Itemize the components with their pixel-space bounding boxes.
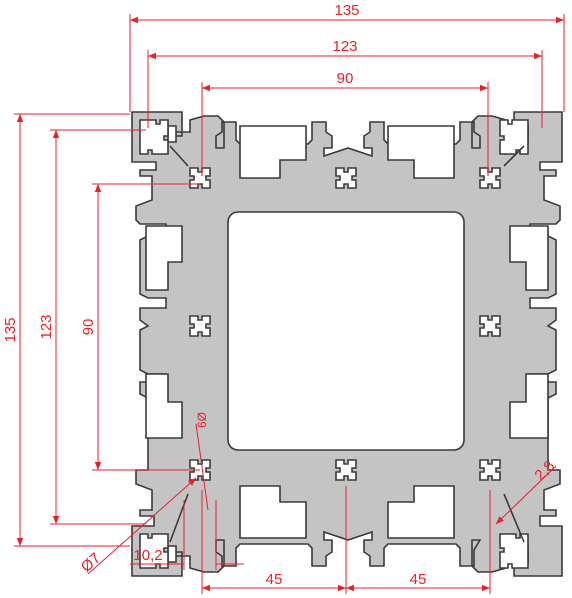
cavity-bottom-right [387, 485, 455, 539]
central-cavity [227, 211, 465, 451]
label-inner-height: 90 [80, 319, 97, 336]
aluminium-profile [131, 111, 563, 577]
bore-3 [479, 167, 501, 189]
dim-leader-center-hole [195, 423, 209, 511]
cavity-bottom-left [239, 485, 307, 539]
cavity-right-lower [509, 373, 549, 439]
core-bores [189, 167, 501, 481]
cavity-left-lower [145, 373, 183, 439]
bore-5 [479, 315, 501, 337]
label-overall-width: 135 [334, 2, 359, 19]
label-inner-width: 90 [337, 70, 354, 87]
bore-8 [479, 459, 501, 481]
dimension-lines [14, 14, 565, 594]
slot-bottom-right [499, 533, 529, 569]
cavity-top-left [239, 125, 307, 179]
dim-leader-bore [87, 477, 197, 575]
label-center-hole: 6Ø [195, 412, 209, 428]
slot-top-right [499, 119, 529, 155]
label-overall-height: 135 [2, 317, 19, 342]
label-pitch-right: 45 [410, 571, 427, 588]
cavity-top-right [387, 125, 455, 179]
diagonal-webs [169, 145, 525, 543]
cavity-right-upper [509, 225, 549, 291]
label-slot-width: 123 [332, 38, 357, 55]
label-bore-diameter: Ø7 [78, 550, 104, 576]
label-slot-height: 123 [38, 314, 55, 339]
bore-7 [335, 459, 357, 481]
corner-slots [139, 119, 529, 569]
label-pitch-left: 45 [266, 571, 283, 588]
slot-top-left [139, 119, 169, 155]
bore-2 [335, 167, 357, 189]
dim-leader-wall [495, 465, 557, 525]
label-offset: 10,2 [133, 547, 162, 564]
cavity-left-upper [145, 225, 183, 291]
bore-4 [189, 315, 211, 337]
